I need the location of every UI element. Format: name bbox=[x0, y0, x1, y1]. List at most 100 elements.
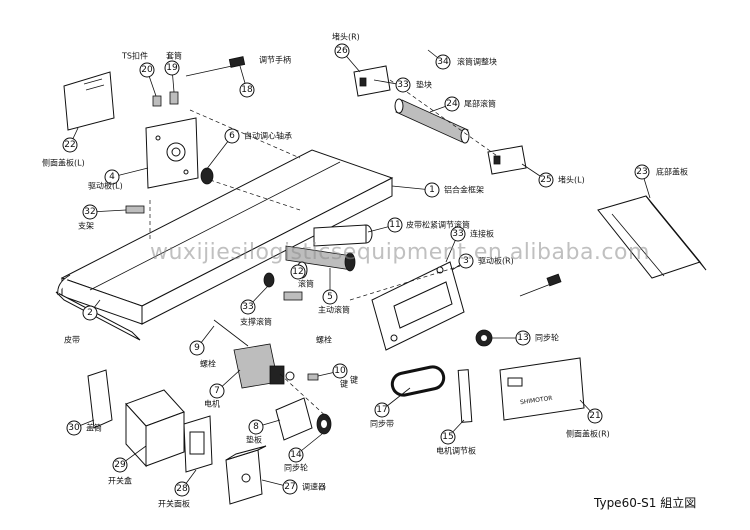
callout-number: 1 bbox=[429, 185, 435, 195]
callout-label: 皮带松紧调节滚筒 bbox=[406, 220, 470, 230]
sleeve bbox=[169, 91, 179, 105]
callout-number: 19 bbox=[166, 63, 178, 73]
callout-label: 螺栓 bbox=[200, 359, 216, 369]
callout-number: 24 bbox=[446, 99, 458, 109]
callout-26: 26 堵头(R) bbox=[332, 32, 361, 73]
sync-wheel bbox=[475, 329, 493, 347]
callout-number: 8 bbox=[253, 422, 259, 432]
drive-plate-left bbox=[145, 117, 199, 189]
callout-number: 21 bbox=[589, 411, 600, 421]
sync-belt bbox=[390, 365, 446, 397]
bracket bbox=[283, 291, 303, 301]
callout-bubble bbox=[164, 60, 180, 76]
callout-label: 同步带 bbox=[370, 420, 394, 429]
support-roller bbox=[263, 272, 275, 288]
watermark-text: wuxijiesilogisticsequipment.en.alibaba.c… bbox=[150, 240, 650, 265]
callout-number: 22 bbox=[64, 140, 75, 150]
callout-label: 电机调节板 bbox=[436, 446, 476, 456]
callout-29: 29 开关盒 bbox=[108, 445, 147, 486]
drive-pulley bbox=[285, 245, 356, 272]
callout-15: 15 电机调节板 bbox=[436, 419, 476, 456]
callout-number: 4 bbox=[109, 172, 115, 182]
callout-label: 堵头(L) bbox=[558, 175, 585, 185]
callout-label: 开关盒 bbox=[108, 476, 132, 486]
callout-label: 同步轮 bbox=[284, 463, 308, 473]
callout-33: 33 支撑滚筒 bbox=[240, 285, 272, 327]
callout-label: 电机 bbox=[204, 399, 220, 409]
tension-roller bbox=[313, 224, 373, 247]
callout-bubble bbox=[248, 419, 264, 435]
callout-bubble bbox=[387, 217, 403, 233]
callout-24: 24 尾部滚筒 bbox=[429, 96, 496, 113]
belt bbox=[55, 274, 141, 341]
key bbox=[307, 373, 319, 381]
callout-label: 连接板 bbox=[470, 229, 494, 239]
callout-label: 主动滚筒 bbox=[318, 305, 350, 315]
callout-label: 支撑滚筒 bbox=[240, 317, 272, 327]
bottom-cover bbox=[597, 195, 707, 279]
callout-number: 10 bbox=[334, 366, 346, 376]
callout-label: 滚筒 bbox=[298, 279, 314, 289]
callout-number: 29 bbox=[114, 460, 126, 470]
callout-number: 30 bbox=[68, 423, 80, 433]
callout-number: 15 bbox=[442, 432, 453, 442]
callout-bubble bbox=[189, 340, 205, 356]
callout-number: 27 bbox=[284, 482, 295, 492]
callout-11: 11 皮带松紧调节滚筒 bbox=[367, 217, 470, 233]
callout-bubble bbox=[288, 447, 304, 463]
motor-brand-text: SHIMOTOR bbox=[520, 395, 553, 406]
callout-label: 尾部滚筒 bbox=[464, 99, 496, 109]
adjust-handle-right bbox=[519, 273, 562, 297]
callout-number: 18 bbox=[241, 85, 253, 95]
callout-label: 侧面盖板(L) bbox=[42, 158, 85, 168]
callout-bubble bbox=[82, 305, 98, 321]
base-plate bbox=[275, 397, 313, 441]
key-label: 键 bbox=[350, 375, 358, 385]
callout-bubble bbox=[515, 330, 531, 346]
bolt bbox=[213, 319, 249, 347]
callout-bubble bbox=[62, 137, 78, 153]
end-cap-right bbox=[353, 65, 391, 97]
drawing-title: Type60-S1 組立図 bbox=[594, 496, 697, 510]
sync-wheel-14 bbox=[316, 413, 332, 435]
callout-number: 7 bbox=[214, 386, 220, 396]
callout-number: 2 bbox=[87, 308, 93, 318]
callout-number: 26 bbox=[336, 46, 348, 56]
callout-number: 33 bbox=[242, 302, 253, 312]
bolt-label: 螺栓 bbox=[316, 335, 332, 345]
callout-number: 5 bbox=[327, 292, 333, 302]
callout-10: 10 键 bbox=[317, 363, 348, 389]
callout-bubble bbox=[322, 289, 338, 305]
callout-number: 33 bbox=[397, 80, 408, 90]
callout-label: 支架 bbox=[78, 221, 94, 231]
drive-plate-right bbox=[371, 261, 465, 351]
motor bbox=[233, 343, 295, 389]
callout-bubble bbox=[239, 82, 255, 98]
callout-number: 25 bbox=[540, 175, 551, 185]
callout-label: 堵头(R) bbox=[332, 32, 360, 42]
ts-fastener bbox=[152, 95, 162, 107]
callout-bubble bbox=[634, 164, 650, 180]
switch-box bbox=[125, 389, 185, 468]
callout-number: 11 bbox=[389, 220, 400, 230]
callout-bubble bbox=[104, 169, 120, 185]
callout-bubble bbox=[458, 253, 474, 269]
callout-label: 键 bbox=[340, 379, 348, 389]
callout-bubble bbox=[334, 43, 350, 59]
tail-pulley bbox=[394, 98, 470, 144]
callout-bubble bbox=[174, 481, 190, 497]
callout-bubble bbox=[82, 204, 98, 220]
bracket-32 bbox=[125, 205, 145, 214]
